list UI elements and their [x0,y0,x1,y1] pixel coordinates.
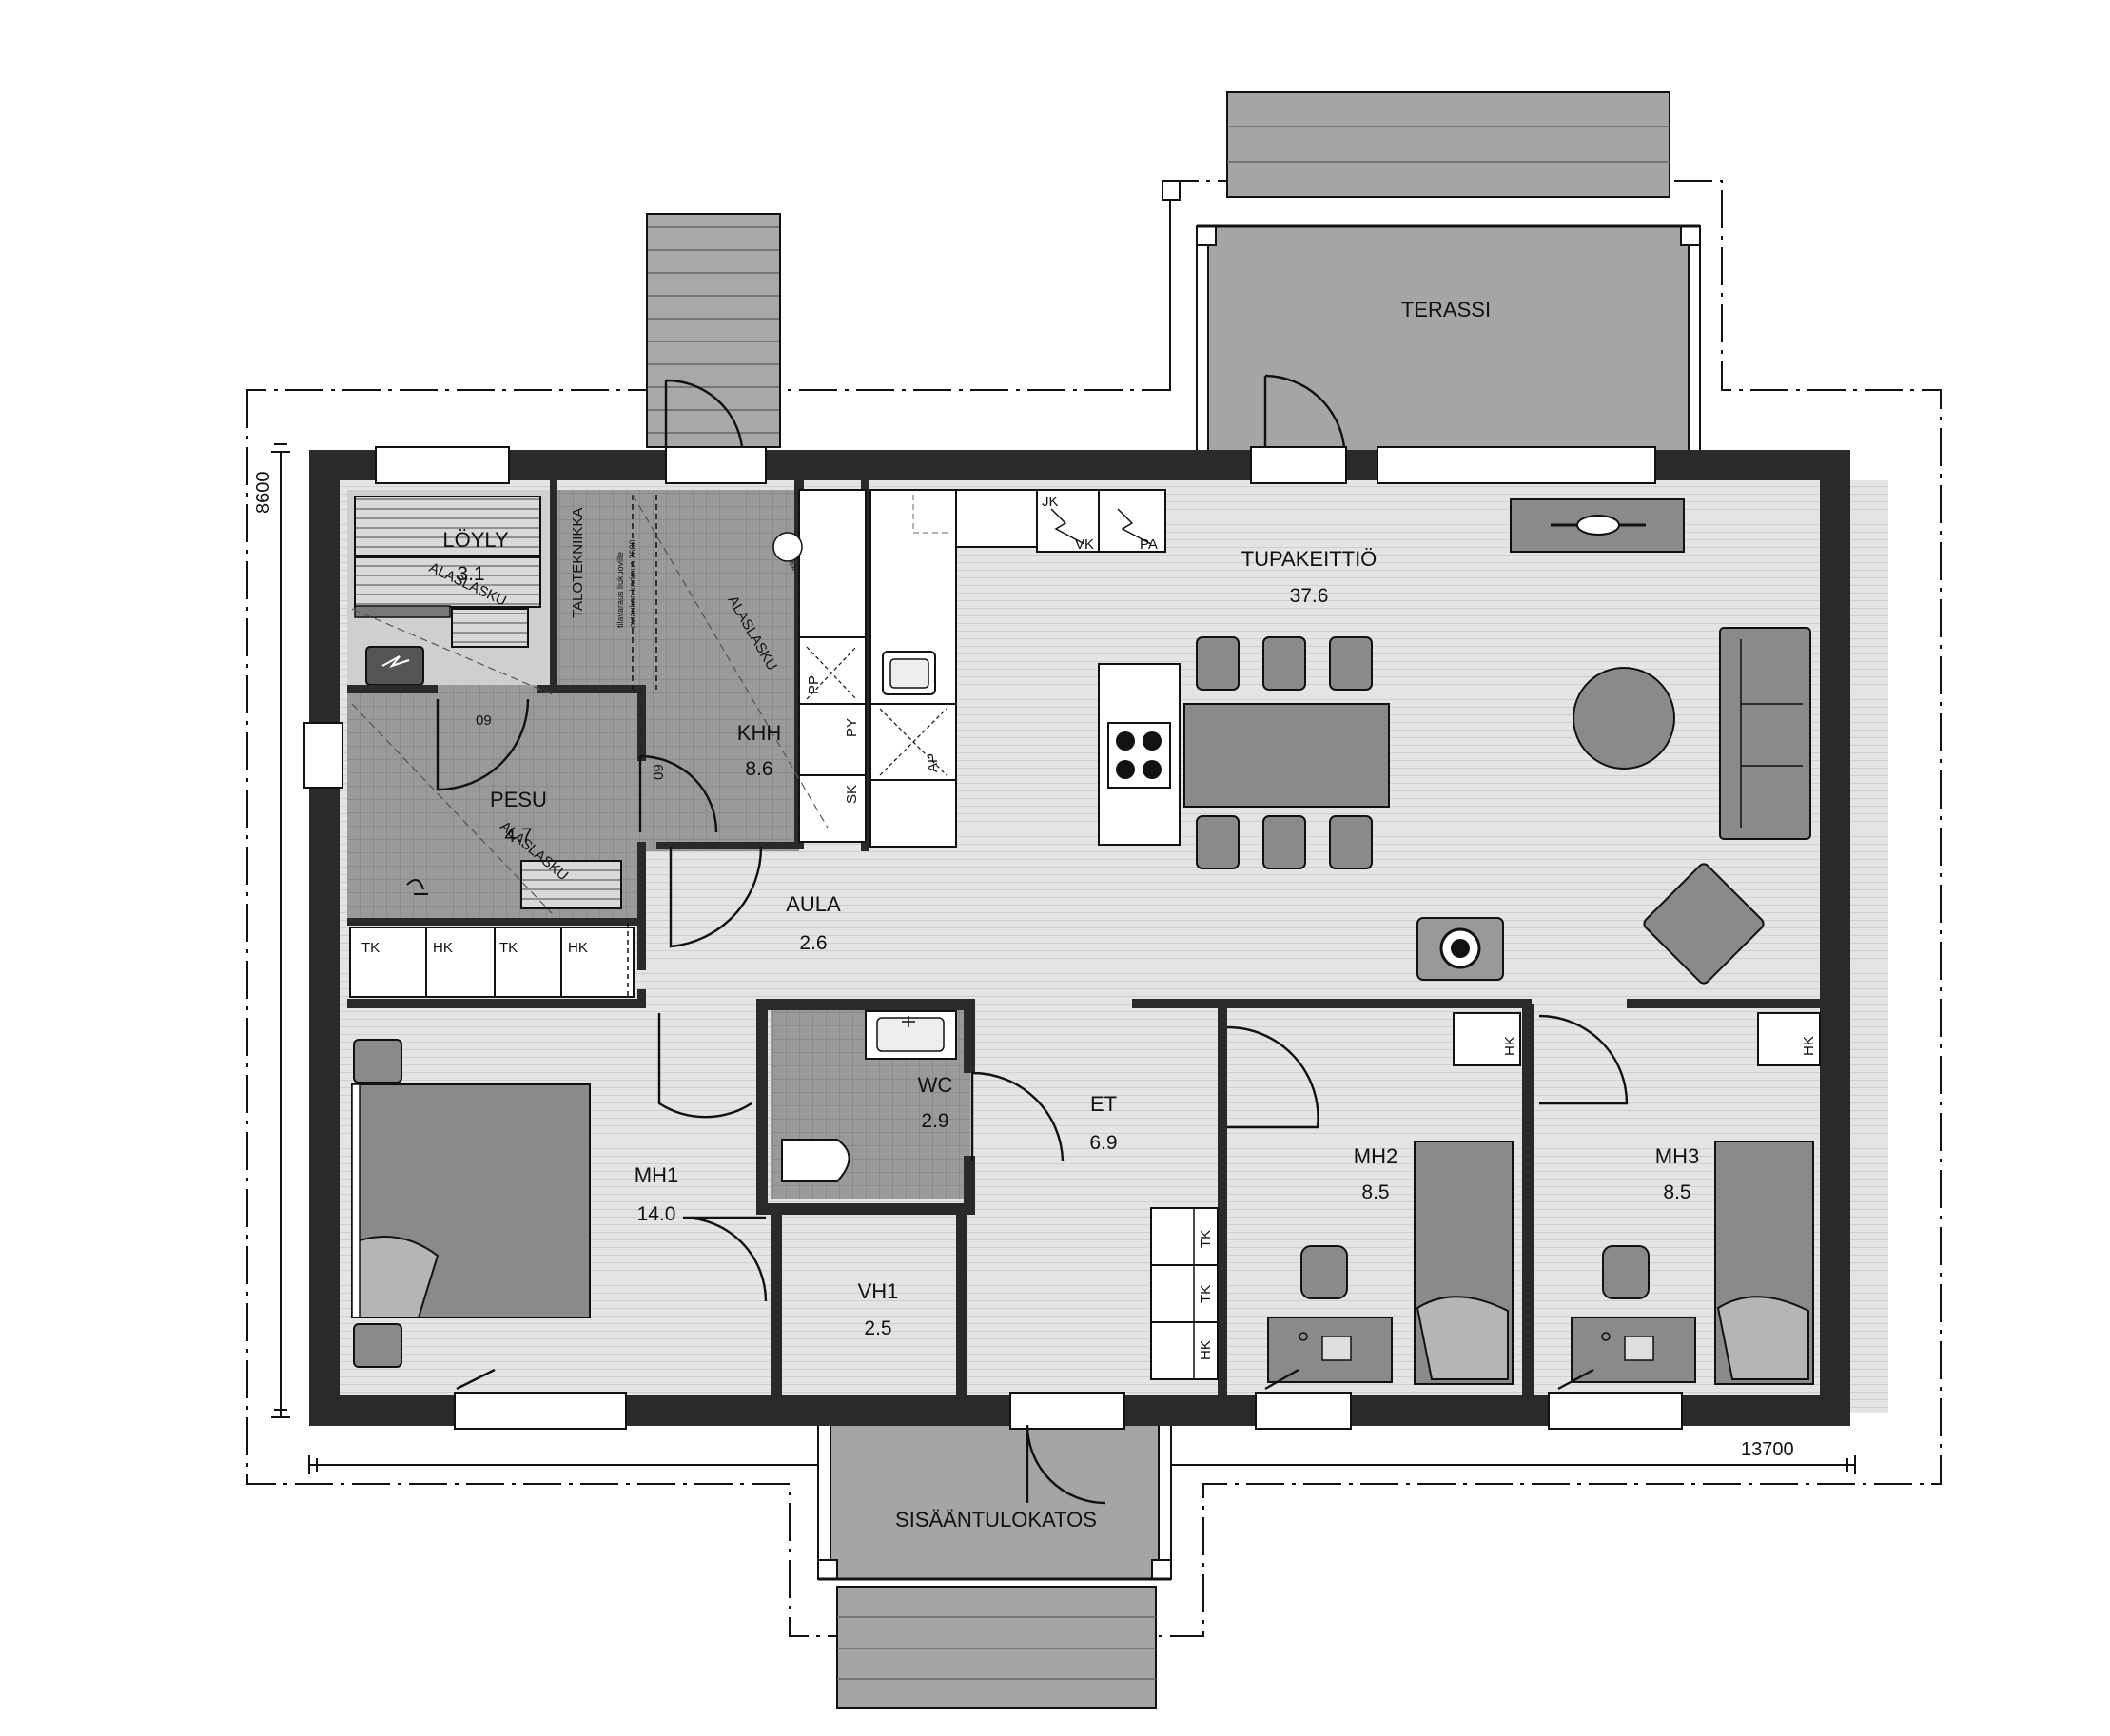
windows [303,446,1683,1430]
cabinet-ap: AP [925,753,941,772]
cabinet-tk-4: TK [1198,1285,1214,1303]
room-area-tupakeittio: 37.6 [1290,585,1329,607]
door-width-pesu: 09 [476,712,492,729]
dimension-width: 13700 [1741,1439,1794,1460]
kitchen-cabinets [798,489,1166,848]
cabinet-hk-mh3: HK [1801,1036,1817,1056]
room-name-loyly: LÖYLY [442,528,509,552]
cabinet-hk-1: HK [433,940,453,956]
living-furniture [1098,498,1811,985]
door-width-khh: 09 [651,764,667,780]
hall-cabinets [1150,1207,1219,1380]
room-area-aula: 2.6 [799,932,827,954]
cabinet-pp: PP [806,675,822,694]
cabinet-hk-2: HK [568,940,588,956]
room-area-khh: 8.6 [745,758,772,780]
cabinet-sk: SK [844,785,860,804]
room-area-et: 6.9 [1089,1132,1117,1154]
room-name-mh2: MH2 [1354,1144,1397,1168]
ceiling-lines [351,494,829,999]
sauna-benches [354,496,541,686]
terrace-label: TERASSI [1401,298,1491,322]
room-area-vh1: 2.5 [864,1317,891,1339]
room-name-aula: AULA [786,892,841,916]
room-area-pesu: 4.7 [504,825,532,847]
entrance-canopy-label: SISÄÄNTULOKATOS [895,1508,1097,1531]
cabinet-hk-mh2: HK [1502,1036,1518,1056]
cabinet-vk: VK [1075,536,1094,553]
cabinet-tk-3: TK [1198,1230,1214,1248]
room-name-mh3: MH3 [1655,1144,1699,1168]
rear-steps [646,213,781,448]
cabinet-hk-3: HK [1198,1340,1214,1360]
cabinet-tk-2: TK [499,940,518,956]
space-note-2: oviaukon korkeus 2600 [628,539,637,628]
entrance-canopy [817,1421,1172,1709]
cabinet-py: PY [844,718,860,737]
space-note-1: tilavaraus liukuoville [615,552,625,628]
bathroom-fixtures [406,879,957,1182]
room-name-et: ET [1090,1092,1117,1116]
room-name-pesu: PESU [490,788,547,811]
room-area-loyly: 3.1 [457,563,484,585]
door-swings [436,374,1629,1505]
room-area-wc: 2.9 [921,1110,948,1132]
room-name-tupakeittio: TUPAKEITTIÖ [1241,547,1377,571]
dimension-depth: 8600 [253,472,274,515]
cabinet-tk-1: TK [361,940,380,956]
room-area-mh2: 8.5 [1361,1181,1389,1203]
room-name-mh1: MH1 [635,1163,678,1187]
talotekniikka-label: TALOTEKNIIKKA [570,508,586,618]
room-area-mh3: 8.5 [1663,1181,1690,1203]
room-name-wc: WC [918,1073,953,1097]
room-area-mh1: 14.0 [637,1203,676,1225]
terrace-area [1162,91,1701,453]
bedroom-furniture [351,1039,1814,1385]
room-name-khh: KHH [737,721,781,745]
bedroom-cabinets [1453,1012,1821,1066]
cabinet-jk: JK [1042,494,1059,510]
room-name-vh1: VH1 [858,1279,899,1303]
cabinet-pa: PA [1140,536,1158,553]
laundry-cabinets [349,860,635,998]
